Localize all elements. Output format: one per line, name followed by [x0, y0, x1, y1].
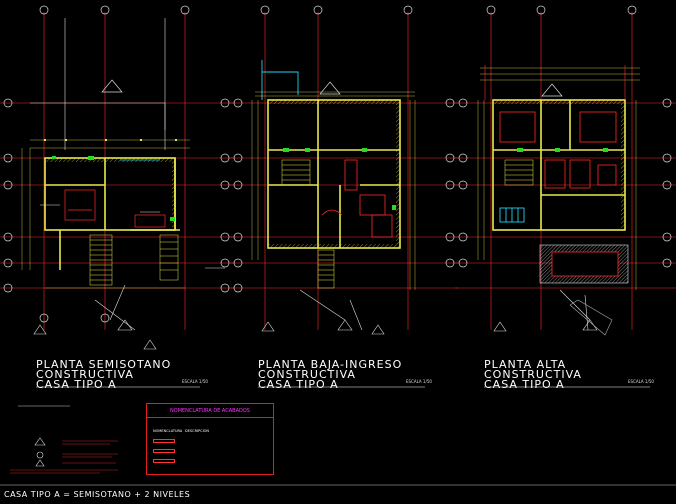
legend-col-desc: DESCRIPCION	[185, 429, 209, 433]
legend-swatch	[153, 449, 175, 453]
plan-baja-ingreso	[230, 5, 458, 335]
plan-title-semisotano: PLANTA SEMISOTANO CONSTRUCTIVA CASA TIPO…	[36, 358, 172, 391]
plan-title-line: CONSTRUCTIVA	[484, 368, 582, 381]
plan-title-line: CONSTRUCTIVA	[258, 368, 356, 381]
plan-alta	[455, 5, 676, 336]
plan-semisotano	[0, 5, 235, 350]
legend-row	[151, 458, 269, 464]
legend-swatch	[153, 439, 175, 443]
legend-row	[151, 448, 269, 454]
plan-title-line: CASA TIPO A	[36, 378, 117, 391]
plan-title-line: CONSTRUCTIVA	[36, 368, 134, 381]
finishes-legend: NOMENCLATURA DE ACABADOS NOMENCLATURA DE…	[146, 403, 274, 475]
plan-title-line: PLANTA SEMISOTANO	[36, 358, 172, 371]
plan-title-line: PLANTA BAJA-INGRESO	[258, 358, 403, 371]
legend-col-code: NOMENCLATURA	[153, 429, 183, 433]
plan-scale: ESCALA 1/50	[628, 379, 654, 384]
plan-scale: ESCALA 1/50	[406, 379, 432, 384]
legend-swatch	[153, 459, 175, 463]
plan-title-line: CASA TIPO A	[258, 378, 339, 391]
notes-block	[0, 405, 676, 486]
legend-row	[151, 438, 269, 444]
plan-title-alta: PLANTA ALTA CONSTRUCTIVA CASA TIPO A	[484, 358, 582, 391]
legend-title: NOMENCLATURA DE ACABADOS	[147, 404, 273, 418]
sheet-footer: CASA TIPO A = SEMISOTANO + 2 NIVELES	[4, 490, 191, 499]
plan-title-baja-ingreso: PLANTA BAJA-INGRESO CONSTRUCTIVA CASA TI…	[258, 358, 403, 391]
plan-title-line: CASA TIPO A	[484, 378, 565, 391]
plan-title-line: PLANTA ALTA	[484, 358, 567, 371]
plan-scale: ESCALA 1/50	[182, 379, 208, 384]
